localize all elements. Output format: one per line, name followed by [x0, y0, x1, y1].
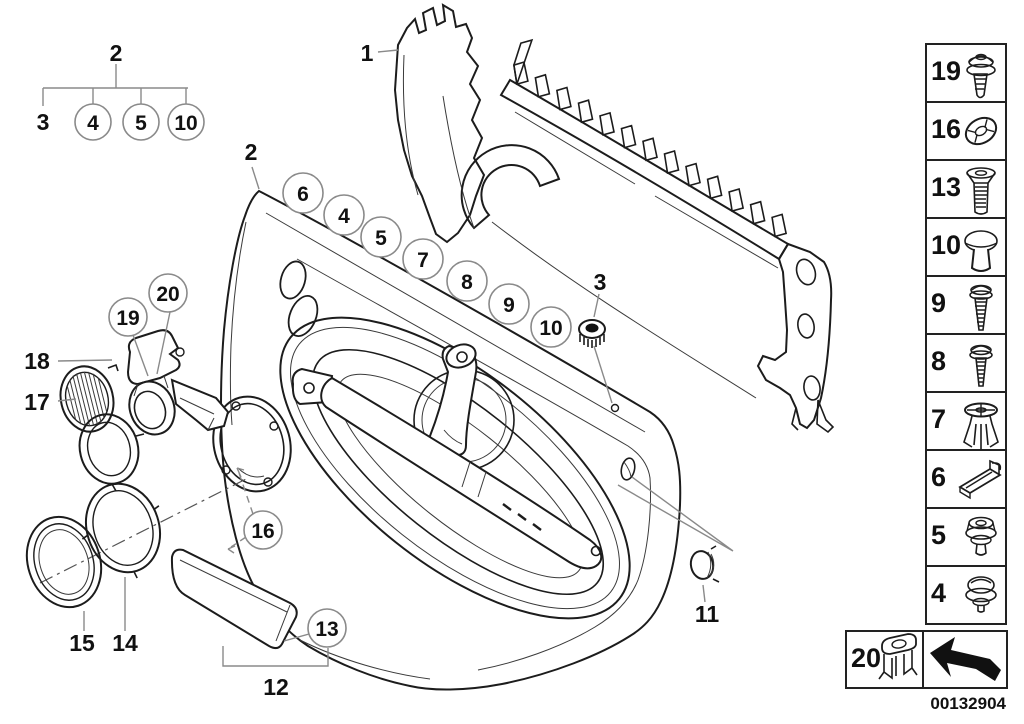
- expansion-nut-icon: [878, 633, 918, 680]
- legend-row-9[interactable]: [925, 275, 1007, 335]
- tree-parent-label[interactable]: 2: [110, 40, 123, 66]
- legend-num-7[interactable]: 7: [931, 404, 946, 434]
- legend-num-6[interactable]: 6: [931, 462, 946, 492]
- tree-child-5-circle[interactable]: [122, 103, 160, 141]
- part-label-18[interactable]: 18: [24, 348, 50, 374]
- ring-14-drawing: [81, 482, 161, 579]
- callout-8[interactable]: 8: [461, 271, 473, 294]
- legend-row-4[interactable]: [925, 565, 1007, 625]
- long-screw-icon: [969, 284, 993, 331]
- callout-circle-6[interactable]: [282, 172, 324, 214]
- floating-circled-callouts: 13 16 19 20: [108, 273, 347, 648]
- ring-15-drawing: [25, 515, 103, 609]
- callout-13[interactable]: 13: [315, 618, 338, 641]
- callout-circle-20[interactable]: [148, 273, 188, 313]
- part-label-15[interactable]: 15: [69, 630, 95, 656]
- leader-lines: [57, 49, 734, 667]
- part-label-14[interactable]: 14: [112, 630, 138, 656]
- callout-circle-8[interactable]: [446, 260, 488, 302]
- legend-row-8[interactable]: [925, 333, 1007, 393]
- door-panel-drawing: [212, 189, 682, 691]
- cap-hole: [620, 457, 636, 481]
- legend-num-13[interactable]: 13: [931, 172, 961, 202]
- expansion-rivet-icon: [963, 402, 999, 450]
- short-screw-icon: [969, 344, 993, 387]
- grip-handle-bar: [291, 367, 603, 570]
- part-label-2[interactable]: 2: [245, 139, 258, 165]
- callout-6[interactable]: 6: [297, 183, 309, 206]
- part-label-1[interactable]: 1: [361, 40, 374, 66]
- part-label-12[interactable]: 12: [263, 674, 289, 700]
- legend-num-5[interactable]: 5: [931, 520, 946, 550]
- callout-circle-4[interactable]: [323, 194, 365, 236]
- lamp-18-drawing: [126, 329, 230, 436]
- callout-tree: 2 3 4 5 10: [37, 40, 205, 141]
- spring-clip-icon: [964, 116, 998, 146]
- direction-arrow-icon: [930, 637, 1001, 681]
- part-label-3[interactable]: 3: [594, 269, 607, 295]
- part-labels: 1 2 3 11 12 14 15 17 18: [24, 40, 719, 700]
- grommet-pin-icon: [965, 516, 997, 556]
- screw-washer-icon: [966, 53, 996, 99]
- callout-circle-10[interactable]: [530, 306, 572, 348]
- callout-7[interactable]: 7: [417, 249, 429, 272]
- part-label-11[interactable]: 11: [695, 601, 720, 627]
- pull-strap: [428, 343, 478, 457]
- grommet-hole: [610, 403, 620, 413]
- image-number: 00132904: [930, 694, 1006, 713]
- legend-num-9[interactable]: 9: [931, 288, 946, 318]
- legend-row-7[interactable]: [925, 391, 1007, 451]
- legend-panel: 19 16 13 10 9 8 7 6 5 4: [845, 43, 1008, 713]
- callout-5[interactable]: 5: [375, 227, 387, 250]
- tree-child-3[interactable]: 3: [37, 109, 50, 135]
- tree-child-4[interactable]: 4: [87, 112, 99, 135]
- clamp-bracket-icon: [958, 459, 1002, 500]
- cap-11-drawing: [689, 545, 720, 583]
- pocket-12-drawing: [170, 548, 298, 650]
- callout-20[interactable]: 20: [156, 283, 179, 306]
- legend-num-19[interactable]: 19: [931, 56, 961, 86]
- axis-line: [39, 477, 249, 584]
- callout-10[interactable]: 10: [539, 317, 562, 340]
- legend-num-8[interactable]: 8: [931, 346, 946, 376]
- callout-9[interactable]: 9: [503, 294, 515, 317]
- part-label-17[interactable]: 17: [24, 389, 50, 415]
- dome-grommet-icon: [965, 576, 997, 613]
- callout-19[interactable]: 19: [116, 307, 139, 330]
- countersunk-screw-icon: [966, 167, 996, 215]
- callout-circle-16[interactable]: [243, 510, 283, 550]
- tree-child-10-circle[interactable]: [167, 103, 205, 141]
- carrier-drawing: [393, 3, 835, 434]
- callout-circle-19[interactable]: [108, 297, 148, 337]
- tree-child-10[interactable]: 10: [174, 112, 197, 135]
- legend-num-4[interactable]: 4: [931, 578, 946, 608]
- legend-num-10[interactable]: 10: [931, 230, 961, 260]
- callout-circle-7[interactable]: [402, 238, 444, 280]
- push-rivet-icon: [964, 230, 998, 272]
- legend-num-16[interactable]: 16: [931, 114, 961, 144]
- callout-circle-9[interactable]: [488, 283, 530, 325]
- tree-child-5[interactable]: 5: [135, 112, 147, 135]
- panel-callout-chain: 6 4 5 7 8 9 10: [282, 172, 572, 348]
- callout-circle-5[interactable]: [360, 216, 402, 258]
- grommet-3-drawing: [578, 319, 606, 348]
- speaker-mounting-ring: [212, 395, 292, 493]
- callout-4[interactable]: 4: [338, 205, 350, 228]
- legend-num-20[interactable]: 20: [851, 643, 881, 673]
- tree-child-4-circle[interactable]: [74, 103, 112, 141]
- callout-16[interactable]: 16: [251, 520, 274, 543]
- carrier-teeth: [513, 38, 788, 238]
- callout-circle-13[interactable]: [307, 608, 347, 648]
